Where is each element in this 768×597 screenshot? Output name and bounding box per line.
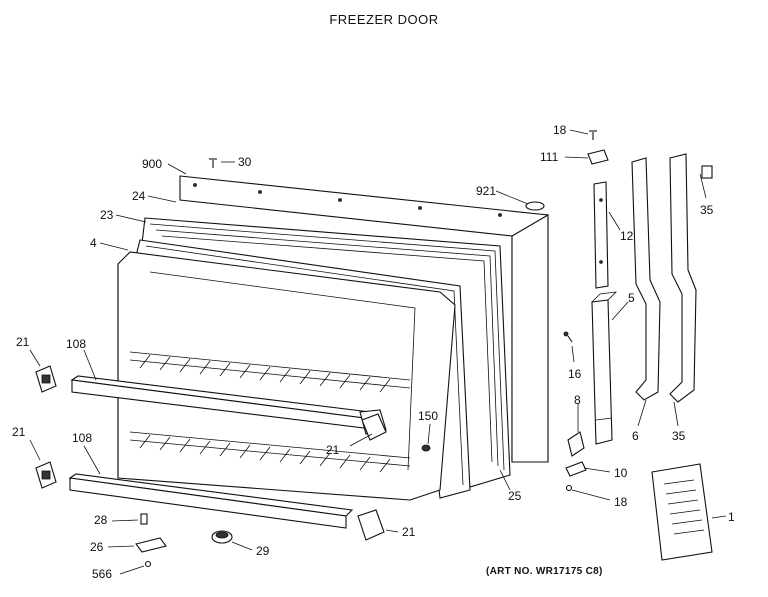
callout-35-bottom: 35	[672, 429, 686, 443]
callout-21-center: 21	[326, 443, 340, 457]
callout-25: 25	[508, 489, 522, 503]
callout-18-top: 18	[553, 123, 567, 137]
callout-150: 150	[418, 409, 438, 423]
callout-18-bottom: 18	[614, 495, 628, 509]
callout-30: 30	[238, 155, 252, 169]
door-liner	[117, 251, 456, 501]
art-number-label: (ART NO. WR17175 C8)	[486, 566, 603, 577]
screw-16	[563, 331, 573, 343]
callout-10: 10	[614, 466, 628, 480]
shelf-end-cap-upper-right	[361, 413, 387, 441]
screw-150	[421, 444, 431, 452]
callout-5: 5	[628, 291, 635, 305]
hinge-cap-111	[587, 149, 609, 165]
callout-21-upper-left: 21	[16, 335, 30, 349]
instruction-booklet	[651, 463, 713, 561]
handle-cap-35	[701, 165, 713, 179]
callout-8: 8	[574, 393, 581, 407]
callout-16: 16	[568, 367, 582, 381]
leader-lines	[29, 129, 727, 575]
callout-24: 24	[132, 189, 146, 203]
callout-1: 1	[728, 510, 735, 524]
shelf-end-cap-lower-left	[35, 461, 57, 489]
stop-8	[567, 431, 585, 457]
callout-21-bottom: 21	[402, 525, 416, 539]
callout-108-upper: 108	[66, 337, 86, 351]
plug-29	[211, 530, 233, 544]
shelf-end-cap-upper-left	[35, 365, 57, 393]
bracket-26	[135, 537, 167, 553]
hinge-bracket-12	[593, 181, 609, 289]
hinge-5	[591, 291, 618, 445]
screw-18-bottom	[565, 484, 573, 492]
callout-108-lower: 108	[72, 431, 92, 445]
callout-566: 566	[92, 567, 112, 581]
callout-6: 6	[632, 429, 639, 443]
door-handle-35	[669, 153, 697, 403]
screw-30	[209, 158, 217, 168]
diagram-title: FREEZER DOOR	[329, 12, 439, 27]
plug-921	[525, 201, 545, 211]
callout-12: 12	[620, 229, 634, 243]
callout-28: 28	[94, 513, 108, 527]
callout-29: 29	[256, 544, 270, 558]
bracket-10	[565, 461, 587, 477]
lower-shelf-rail	[68, 473, 354, 529]
callout-21-lower-left: 21	[12, 425, 26, 439]
callout-35-top: 35	[700, 203, 714, 217]
door-outer-panel	[179, 175, 549, 463]
screw-28	[140, 513, 148, 525]
shelf-end-cap-lower-right	[357, 509, 385, 541]
callout-921: 921	[476, 184, 496, 198]
screw-18-top	[589, 130, 597, 140]
callout-26: 26	[90, 540, 104, 554]
screw-566	[144, 560, 152, 568]
callout-900: 900	[142, 157, 162, 171]
callout-23: 23	[100, 208, 114, 222]
callout-4: 4	[90, 236, 97, 250]
door-handle-6	[631, 157, 661, 401]
callout-111: 111	[540, 150, 559, 164]
